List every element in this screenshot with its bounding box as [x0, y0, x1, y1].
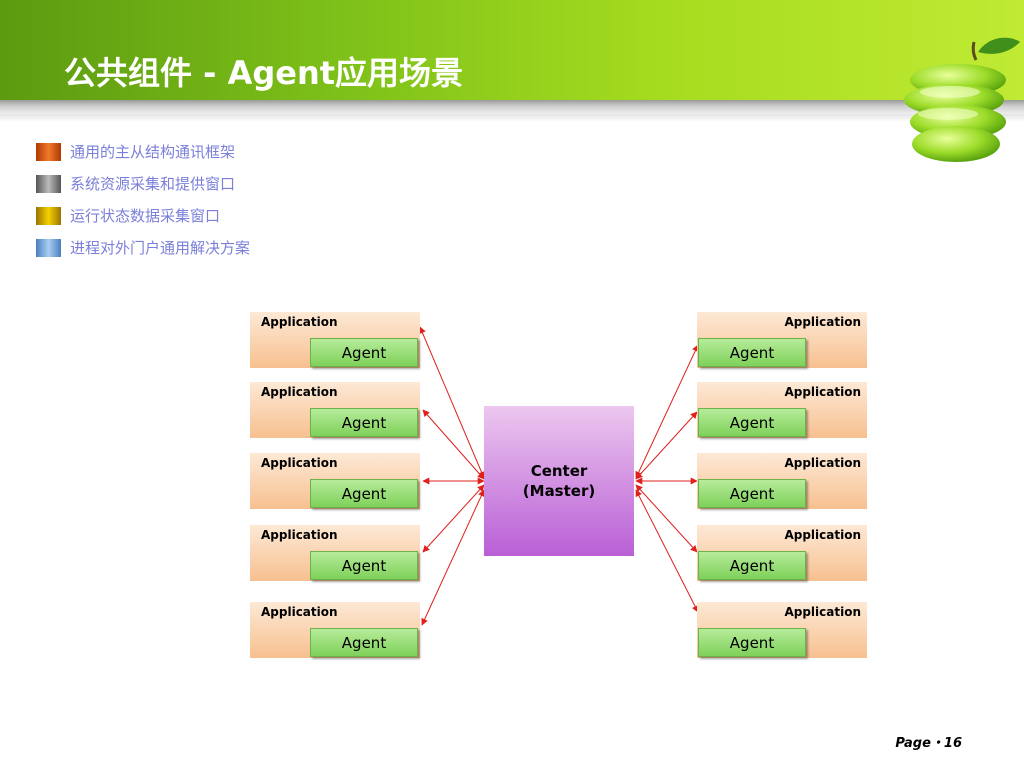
application-label: Application	[261, 605, 338, 619]
center-label: Center (Master)	[484, 461, 634, 501]
slide-title: 公共组件 - Agent应用场景	[64, 54, 464, 92]
bullet-square-icon	[36, 239, 61, 257]
arrow-right-1	[635, 344, 699, 479]
application-label: Application	[784, 528, 861, 542]
agent-box: Agent	[310, 551, 418, 580]
header-banner	[0, 0, 1024, 100]
application-label: Application	[784, 385, 861, 399]
header-shadow	[0, 114, 1024, 122]
arrow-left-1	[419, 326, 485, 479]
agent-box: Agent	[698, 408, 806, 437]
apple-logo	[904, 37, 1020, 162]
page-number: Page・16	[895, 736, 962, 751]
bullet-text: 通用的主从结构通讯框架	[70, 143, 236, 161]
arrow-left-2	[422, 409, 485, 480]
application-label: Application	[784, 456, 861, 470]
bullet-text: 运行状态数据采集窗口	[70, 207, 221, 225]
header-divider	[0, 100, 1024, 114]
application-label: Application	[784, 315, 861, 329]
agent-box: Agent	[698, 628, 806, 657]
bullet-square-icon	[36, 207, 61, 225]
agent-box: Agent	[698, 479, 806, 508]
arrow-left-5	[421, 489, 485, 626]
arrow-right-5	[635, 489, 699, 613]
arrow-left-4	[422, 484, 485, 553]
agent-box: Agent	[310, 338, 418, 367]
bullet-text: 系统资源采集和提供窗口	[70, 175, 236, 193]
application-label: Application	[784, 605, 861, 619]
agent-box: Agent	[310, 408, 418, 437]
application-label: Application	[261, 456, 338, 470]
arrow-right-4	[635, 484, 698, 553]
center-label-line2: (Master)	[522, 482, 596, 500]
bullet-square-icon	[36, 175, 61, 193]
application-label: Application	[261, 385, 338, 399]
agent-box: Agent	[310, 479, 418, 508]
center-master-box: Center (Master)	[484, 406, 634, 556]
application-label: Application	[261, 315, 338, 329]
agent-box: Agent	[698, 338, 806, 367]
application-label: Application	[261, 528, 338, 542]
center-label-line1: Center	[530, 462, 588, 480]
bullet-square-icon	[36, 143, 61, 161]
bullet-text: 进程对外门户通用解决方案	[70, 239, 251, 257]
agent-box: Agent	[310, 628, 418, 657]
arrow-right-2	[635, 411, 698, 480]
agent-box: Agent	[698, 551, 806, 580]
